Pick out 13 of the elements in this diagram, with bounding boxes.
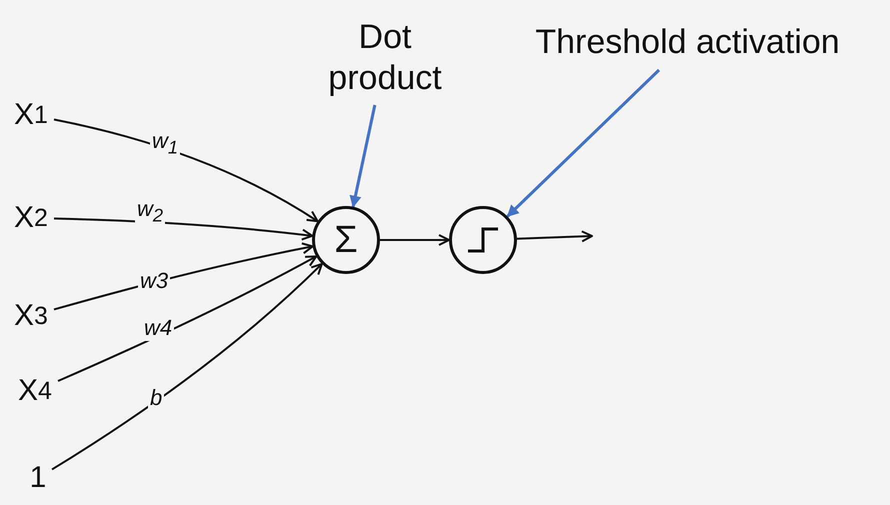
arrow: [516, 230, 593, 242]
summation-circle: Σ: [312, 206, 380, 274]
pointer-arrow: [506, 68, 660, 218]
arrow: [58, 255, 318, 382]
pointer-arrow: [350, 104, 376, 208]
arrow: [380, 234, 450, 246]
input-label: 1: [24, 455, 52, 501]
arrow: [54, 218, 314, 241]
arrow: [54, 118, 319, 222]
annotation-text: Dot product: [300, 10, 470, 105]
annotation-text: Threshold activation: [490, 15, 885, 70]
activation-circle: [449, 206, 517, 274]
arrow: [51, 262, 323, 470]
